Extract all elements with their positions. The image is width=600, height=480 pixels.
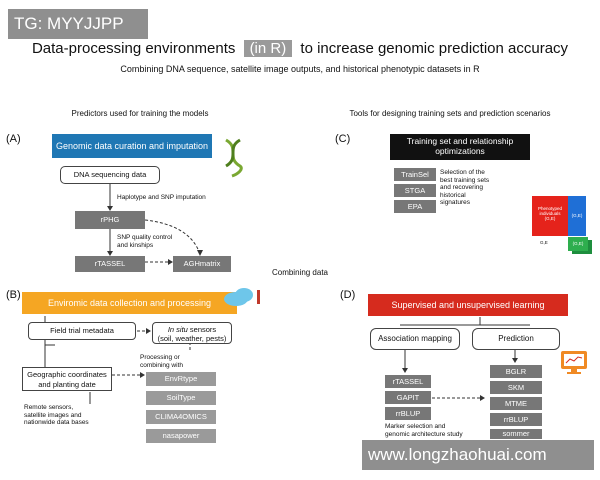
tool-trainsel: TrainSel <box>394 168 436 181</box>
desc-line3: and recovering <box>440 184 483 191</box>
panel-a-letter: (A) <box>6 133 21 145</box>
subtitle: Combining DNA sequence, satellite image … <box>120 64 480 74</box>
panel-c-bar-line1: Training set and relationship <box>406 136 514 146</box>
sensors-rest: sensors <box>187 325 217 334</box>
geo-line2: and planting date <box>38 380 96 389</box>
remote-label: Remote sensors, satellite images and nat… <box>24 404 144 427</box>
tool-soiltype: SoilType <box>146 391 216 405</box>
imputation-label: Haplotype and SNP imputation <box>117 194 206 201</box>
arrowhead <box>197 250 203 256</box>
title-highlight: (in R) <box>243 40 293 57</box>
remote-line3: nationwide data bases <box>24 419 89 426</box>
watermark-top: TG: MYYJJPP <box>8 9 148 39</box>
left-header: Predictors used for training the models <box>71 109 209 118</box>
block-red-line1: Phenotyped <box>537 206 563 211</box>
qc-label-line1: SNP quality control <box>117 234 173 241</box>
tool-aghmatrix: AGHmatrix <box>173 256 231 272</box>
tool-rrblup-d2: rrBLUP <box>490 413 542 426</box>
block-label: G,E <box>540 240 548 245</box>
arrowhead <box>168 259 173 265</box>
tool-gapit: GAPIT <box>385 391 431 404</box>
geo-line1: Geographic coordinates <box>27 370 107 379</box>
tool-rphg: rPHG <box>75 211 145 229</box>
dna-sequencing-box: DNA sequencing data <box>60 166 160 184</box>
desc-line5: signatures <box>440 199 470 206</box>
tool-mtme: MTME <box>490 397 542 410</box>
block-red-line2: individuals <box>539 211 561 216</box>
title-text-before: Data-processing environments <box>31 40 236 57</box>
tool-skm: SKM <box>490 381 542 394</box>
main-title: Data-processing environments (in R) to i… <box>0 40 600 57</box>
tool-envrtype: EnvRtype <box>146 372 216 386</box>
tool-stga: STGA <box>394 184 436 197</box>
dna-icon <box>225 138 243 178</box>
processing-line2: combining with <box>140 361 183 369</box>
marker-line1: Marker selection and <box>385 423 446 430</box>
sensors-sub: (soil, weather, pests) <box>157 334 227 343</box>
remote-line2: satellite images and <box>24 411 82 419</box>
desc-line2: best training sets <box>440 176 490 184</box>
block-green: (G,E) <box>568 237 588 251</box>
panel-d-letter: (D) <box>340 289 356 301</box>
sensors-italic: In situ <box>167 325 188 334</box>
processing-line1: Processing or <box>140 354 180 361</box>
tool-nasapower: nasapower <box>146 429 216 443</box>
block-phenotyped: Phenotyped individuals (G,E) <box>532 196 568 236</box>
arrowhead <box>107 206 113 211</box>
panel-c-bar-line2: optimizations <box>435 146 485 156</box>
tool-rrblup-d1: rrBLUP <box>385 407 431 420</box>
desc-line4: historical <box>440 191 466 199</box>
panel-c-description: Selection of the best training sets and … <box>440 169 520 207</box>
cloud-icon <box>224 288 260 306</box>
field-trial-box: Field trial metadata <box>28 322 136 340</box>
tool-rtassel-d: rTASSEL <box>385 375 431 388</box>
block-red-line3: (G,E) <box>544 216 556 221</box>
block-blue: (G,E) <box>568 196 586 236</box>
tool-sommer: sommer <box>490 429 542 439</box>
panel-b-bar: Enviromic data collection and processing <box>22 292 237 314</box>
prediction-box: Prediction <box>472 328 560 350</box>
tool-epa: EPA <box>394 200 436 213</box>
right-header: Tools for designing training sets and pr… <box>349 109 551 118</box>
computer-chart-icon <box>561 351 587 374</box>
combining-label: Combining data <box>271 268 329 277</box>
remote-line1: Remote sensors, <box>24 404 74 411</box>
watermark-bottom: www.longzhaohuai.com <box>362 440 594 470</box>
processing-label: Processing or combining with <box>140 354 220 369</box>
sensors-box: In situ sensors (soil, weather, pests) <box>152 322 232 344</box>
association-mapping-box: Association mapping <box>370 328 460 350</box>
marker-label: Marker selection and genomic architectur… <box>385 423 495 438</box>
geo-box: Geographic coordinates and planting date <box>22 367 112 391</box>
tool-bglr: BGLR <box>490 365 542 378</box>
arrowhead <box>107 251 113 256</box>
panel-c-letter: (C) <box>335 133 351 145</box>
arrow-rphg-to-aghmatrix <box>144 219 201 255</box>
qc-label: SNP quality control and kinships <box>117 234 217 249</box>
marker-line2: genomic architecture study <box>385 430 463 438</box>
tool-rtassel: rTASSEL <box>75 256 145 272</box>
panel-d-bar: Supervised and unsupervised learning <box>368 294 568 316</box>
qc-label-line2: and kinships <box>117 241 154 249</box>
panel-a-bar: Genomic data curation and imputation <box>52 134 212 158</box>
desc-line1: Selection of the <box>440 169 485 176</box>
tool-clima4omics: CLIMA4OMICS <box>146 410 216 424</box>
panel-b-letter: (B) <box>6 289 21 301</box>
panel-c-bar: Training set and relationship optimizati… <box>390 134 530 160</box>
title-text-after: to increase genomic prediction accuracy <box>300 40 569 57</box>
